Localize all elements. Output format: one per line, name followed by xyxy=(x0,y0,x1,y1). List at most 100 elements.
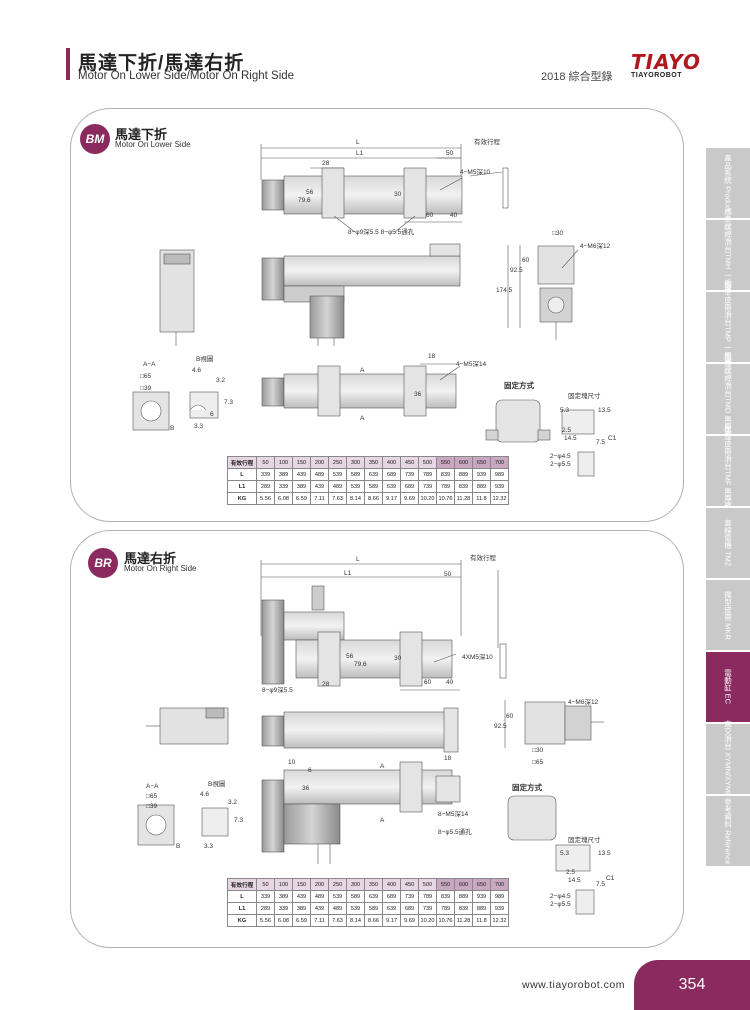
spec-table-cell: 689 xyxy=(400,902,419,915)
br-dim-10: 10 xyxy=(288,759,296,766)
bm-b-view: B視圖 xyxy=(196,354,213,363)
bm-dim-3-3: 3.3 xyxy=(194,423,203,430)
sidebar-tab-label: 參考資料 Reference xyxy=(723,797,733,865)
spec-table-cell: 789 xyxy=(418,468,437,481)
br-dim-92-5: 92.5 xyxy=(494,723,507,730)
page-subtitle: Motor On Lower Side/Motor On Right Side xyxy=(78,70,295,82)
spec-table-cell: 439 xyxy=(292,890,311,903)
bm-hole-4-5: 2−φ4.5 xyxy=(550,453,571,460)
bm-dim-L1: L1 xyxy=(356,150,364,157)
bm-dim-6: 6 xyxy=(210,411,214,418)
spec-table-cell: L xyxy=(227,468,257,481)
spec-table-header-cell: 150 xyxy=(292,878,311,891)
bm-dim-60: 60 xyxy=(426,212,434,219)
br-note-m5-14: 8−M5深14 xyxy=(438,809,469,818)
spec-table-cell: 339 xyxy=(274,902,293,915)
br-mark-c1: C1 xyxy=(606,875,615,882)
spec-table-cell: 489 xyxy=(328,480,347,493)
sidebar-tab-8[interactable]: 直交滑台 XYMN/XYMP xyxy=(706,720,750,798)
br-dim-79-6: 79.6 xyxy=(354,661,367,668)
spec-table-cell: 10.76 xyxy=(436,914,455,927)
spec-table-cell: 389 xyxy=(274,890,293,903)
spec-table-header-cell: 有效行程 xyxy=(227,878,257,891)
spec-table-cell: L xyxy=(227,890,257,903)
spec-table-cell: 11.28 xyxy=(454,914,473,927)
bm-mark-a-top: A xyxy=(360,367,365,374)
spec-table-cell: 7.11 xyxy=(310,492,329,505)
spec-table-cell: 8.14 xyxy=(346,492,365,505)
bm-hole-5-5: 2−φ5.5 xyxy=(550,461,571,468)
spec-table-cell: 639 xyxy=(364,890,383,903)
spec-table-cell: 589 xyxy=(364,902,383,915)
spec-table-cell: 7.63 xyxy=(328,914,347,927)
br-mark-a-bottom: A xyxy=(380,817,385,824)
sidebar-tab-2[interactable]: 標準皮帶滑台TMP 一般應用 xyxy=(706,281,750,373)
spec-table-cell: 989 xyxy=(490,468,509,481)
sidebar-tab-5[interactable]: 直線電機 TMZ xyxy=(706,508,750,580)
spec-table-cell: 539 xyxy=(346,480,365,493)
spec-table-header-cell: 650 xyxy=(472,878,491,891)
spec-table-header-cell: 700 xyxy=(490,456,509,469)
spec-table-cell: 10.76 xyxy=(436,492,455,505)
spec-table-cell: 389 xyxy=(274,468,293,481)
spec-table-cell: 789 xyxy=(436,902,455,915)
spec-table-cell: 339 xyxy=(256,468,275,481)
spec-table-cell: 889 xyxy=(472,480,491,493)
spec-table-header-cell: 600 xyxy=(454,456,473,469)
spec-table-header-cell: 250 xyxy=(328,878,347,891)
spec-table-header-cell: 350 xyxy=(364,878,383,891)
bm-dim-56: 56 xyxy=(306,189,314,196)
br-dim-5-3: 5.3 xyxy=(560,850,569,857)
spec-table-cell: 739 xyxy=(400,468,419,481)
bm-dim-3-2: 3.2 xyxy=(216,377,225,384)
sidebar-tab-6[interactable]: 微型皮帶 MKR xyxy=(706,580,750,652)
sidebar-tab-3[interactable]: 無塵螺桿滑台TMD 無塵應用 xyxy=(706,352,750,446)
spec-table-cell: 639 xyxy=(382,902,401,915)
bm-dim-79-6: 79.6 xyxy=(298,197,311,204)
spec-table-header-cell: 450 xyxy=(400,456,419,469)
spec-table-header-cell: 650 xyxy=(472,456,491,469)
footer-url[interactable]: www.tiayorobot.com xyxy=(522,979,625,991)
spec-table-cell: 439 xyxy=(292,468,311,481)
spec-table-header-cell: 200 xyxy=(310,456,329,469)
spec-table-cell: 439 xyxy=(310,480,329,493)
br-hole-5-5: 2−φ5.5 xyxy=(550,901,571,908)
sidebar-tab-7[interactable]: 電動缸 EC xyxy=(706,652,750,724)
spec-table-cell: 339 xyxy=(256,890,275,903)
section-bm-title: 馬達下折 xyxy=(115,127,168,142)
bm-note-m5-10: 4−M5深10 xyxy=(460,167,491,176)
br-dim-18: 18 xyxy=(444,755,452,762)
spec-table-cell: 12.32 xyxy=(490,914,509,927)
section-bm-subtitle: Motor On Lower Side xyxy=(115,140,191,149)
sidebar-tab-0[interactable]: 產品系統 Product xyxy=(706,148,750,220)
spec-table-cell: 289 xyxy=(256,480,275,493)
logo-subtext: TIAYOROBOT xyxy=(631,72,683,79)
spec-table-cell: 939 xyxy=(472,890,491,903)
br-note-holes2: 8−φ5.5通孔 xyxy=(438,827,472,836)
spec-table-cell: 639 xyxy=(364,468,383,481)
company-logo: TIAYO TIAYOROBOT xyxy=(631,50,711,79)
bm-mark-b: B xyxy=(170,425,174,432)
spec-table-cell: 539 xyxy=(328,468,347,481)
bm-dim-28: 28 xyxy=(322,160,330,167)
spec-table-cell: 10.20 xyxy=(418,914,437,927)
bm-dim-174-5: 174.5 xyxy=(496,287,513,294)
sidebar-tab-label: 無塵皮帶滑台TMF 無塵應用 xyxy=(723,424,733,518)
spec-table-header-cell: 200 xyxy=(310,878,329,891)
br-dim-L: L xyxy=(356,556,360,563)
bm-dim-stroke: 有效行程 xyxy=(474,137,501,146)
br-b-view: B視圖 xyxy=(208,779,225,788)
logo-wordmark: TIAYO xyxy=(631,50,702,74)
br-note-m6: 4−M6深12 xyxy=(568,697,599,706)
bm-dim-4-6: 4.6 xyxy=(192,367,201,374)
sidebar-tab-9[interactable]: 參考資料 Reference xyxy=(706,796,750,868)
spec-table-cell: 11.28 xyxy=(454,492,473,505)
sidebar-tab-1[interactable]: 標準螺桿滑台TMH 一般應用 xyxy=(706,208,750,302)
sidebar-tab-4[interactable]: 無塵皮帶滑台TMF 無塵應用 xyxy=(706,425,750,517)
sidebar-tab-label: 直交滑台 XYMN/XYMP xyxy=(723,720,733,798)
spec-table-header-cell: 450 xyxy=(400,878,419,891)
bm-note-holes: 8−φ9深5.5 8−φ5.5通孔 xyxy=(348,227,415,236)
